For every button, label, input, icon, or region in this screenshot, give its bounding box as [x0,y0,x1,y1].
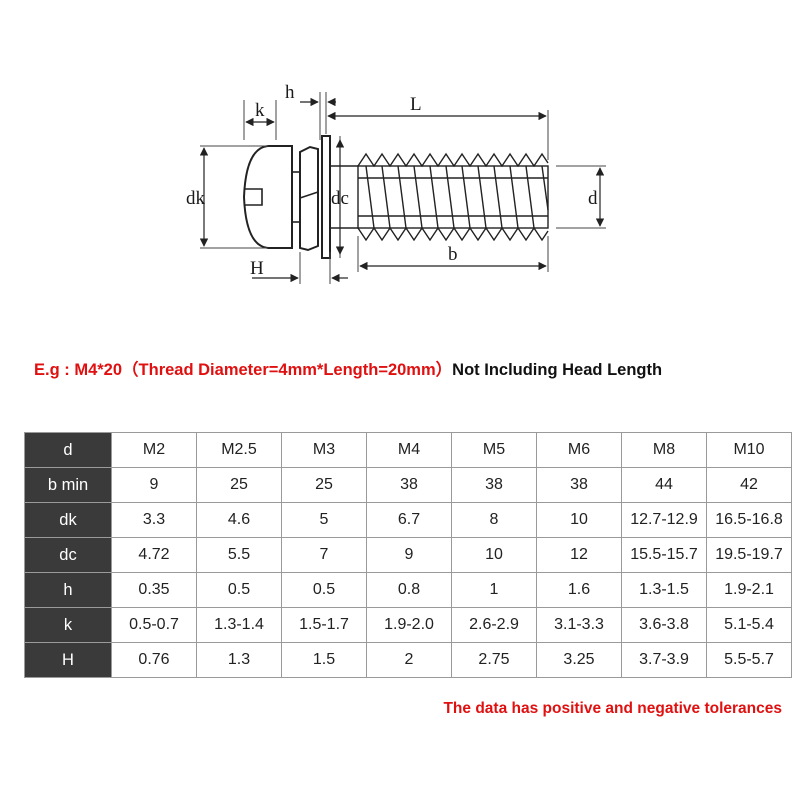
example-suffix: Not Including Head Length [452,361,663,379]
row-header: dc [24,537,112,573]
table-cell: 0.5 [196,572,282,608]
row-header: b min [24,467,112,503]
table-cell: 9 [366,537,452,573]
table-cell: 10 [451,537,537,573]
table-cell: 1.6 [536,572,622,608]
table-cell: 2 [366,642,452,678]
table-cell: 12 [536,537,622,573]
table-cell: 8 [451,502,537,538]
table-cell: 0.5 [281,572,367,608]
table-cell: 25 [196,467,282,503]
table-cell: 3.7-3.9 [621,642,707,678]
example-detail: （Thread Diameter=4mm*Length=20mm） [122,361,453,379]
table-cell: M2.5 [196,432,282,468]
table-cell: 3.25 [536,642,622,678]
table-cell: 1.5 [281,642,367,678]
table-cell: M3 [281,432,367,468]
example-size: M4*20 [74,361,123,379]
screw-dimension-diagram: k h L dk dc d H b [186,82,606,284]
table-cell: 3.1-3.3 [536,607,622,643]
table-cell: M10 [706,432,792,468]
row-header: d [24,432,112,468]
table-cell: 9 [111,467,197,503]
table-cell: 1.3 [196,642,282,678]
screw-head [242,145,293,249]
table-cell: 2.75 [451,642,537,678]
head-slot [244,188,263,206]
table-cell: 12.7-12.9 [621,502,707,538]
table-cell: M2 [111,432,197,468]
row-header: H [24,642,112,678]
table-cell: 19.5-19.7 [706,537,792,573]
example-caption: E.g : M4*20（Thread Diameter=4mm*Length=2… [34,356,794,380]
label-h: h [285,82,295,103]
table-cell: 1.9-2.0 [366,607,452,643]
table-cell: 0.8 [366,572,452,608]
table-cell: 38 [451,467,537,503]
table-cell: 42 [706,467,792,503]
label-dk: dk [186,188,206,209]
label-dc: dc [331,188,349,209]
table-cell: 10 [536,502,622,538]
table-cell: 2.6-2.9 [451,607,537,643]
row-header: dk [24,502,112,538]
table-cell: 5 [281,502,367,538]
table-cell: 0.35 [111,572,197,608]
table-cell: 1.9-2.1 [706,572,792,608]
tolerance-note: The data has positive and negative toler… [443,700,782,717]
table-cell: 1.5-1.7 [281,607,367,643]
table-cell: 44 [621,467,707,503]
label-L: L [410,94,422,115]
table-cell: 7 [281,537,367,573]
table-cell: 1.3-1.4 [196,607,282,643]
label-b: b [448,244,458,265]
table-cell: 4.6 [196,502,282,538]
table-cell: 1.3-1.5 [621,572,707,608]
table-cell: M4 [366,432,452,468]
table-cell: 5.5 [196,537,282,573]
table-cell: 38 [366,467,452,503]
flat-washer [321,135,331,259]
table-cell: 1 [451,572,537,608]
table-cell: 15.5-15.7 [621,537,707,573]
spring-washer [299,145,319,252]
table-cell: M6 [536,432,622,468]
table-cell: 0.76 [111,642,197,678]
threaded-section [357,152,549,242]
table-cell: 38 [536,467,622,503]
table-cell: 25 [281,467,367,503]
label-k: k [255,100,265,121]
label-d: d [588,188,598,209]
table-cell: 4.72 [111,537,197,573]
table-cell: M5 [451,432,537,468]
table-cell: 3.6-3.8 [621,607,707,643]
table-cell: 3.3 [111,502,197,538]
table-cell: 5.5-5.7 [706,642,792,678]
label-H: H [250,258,264,279]
example-prefix: E.g : [34,361,75,379]
table-cell: 16.5-16.8 [706,502,792,538]
table-cell: 0.5-0.7 [111,607,197,643]
table-cell: 5.1-5.4 [706,607,792,643]
row-header: h [24,572,112,608]
table-cell: 6.7 [366,502,452,538]
row-header: k [24,607,112,643]
table-cell: M8 [621,432,707,468]
